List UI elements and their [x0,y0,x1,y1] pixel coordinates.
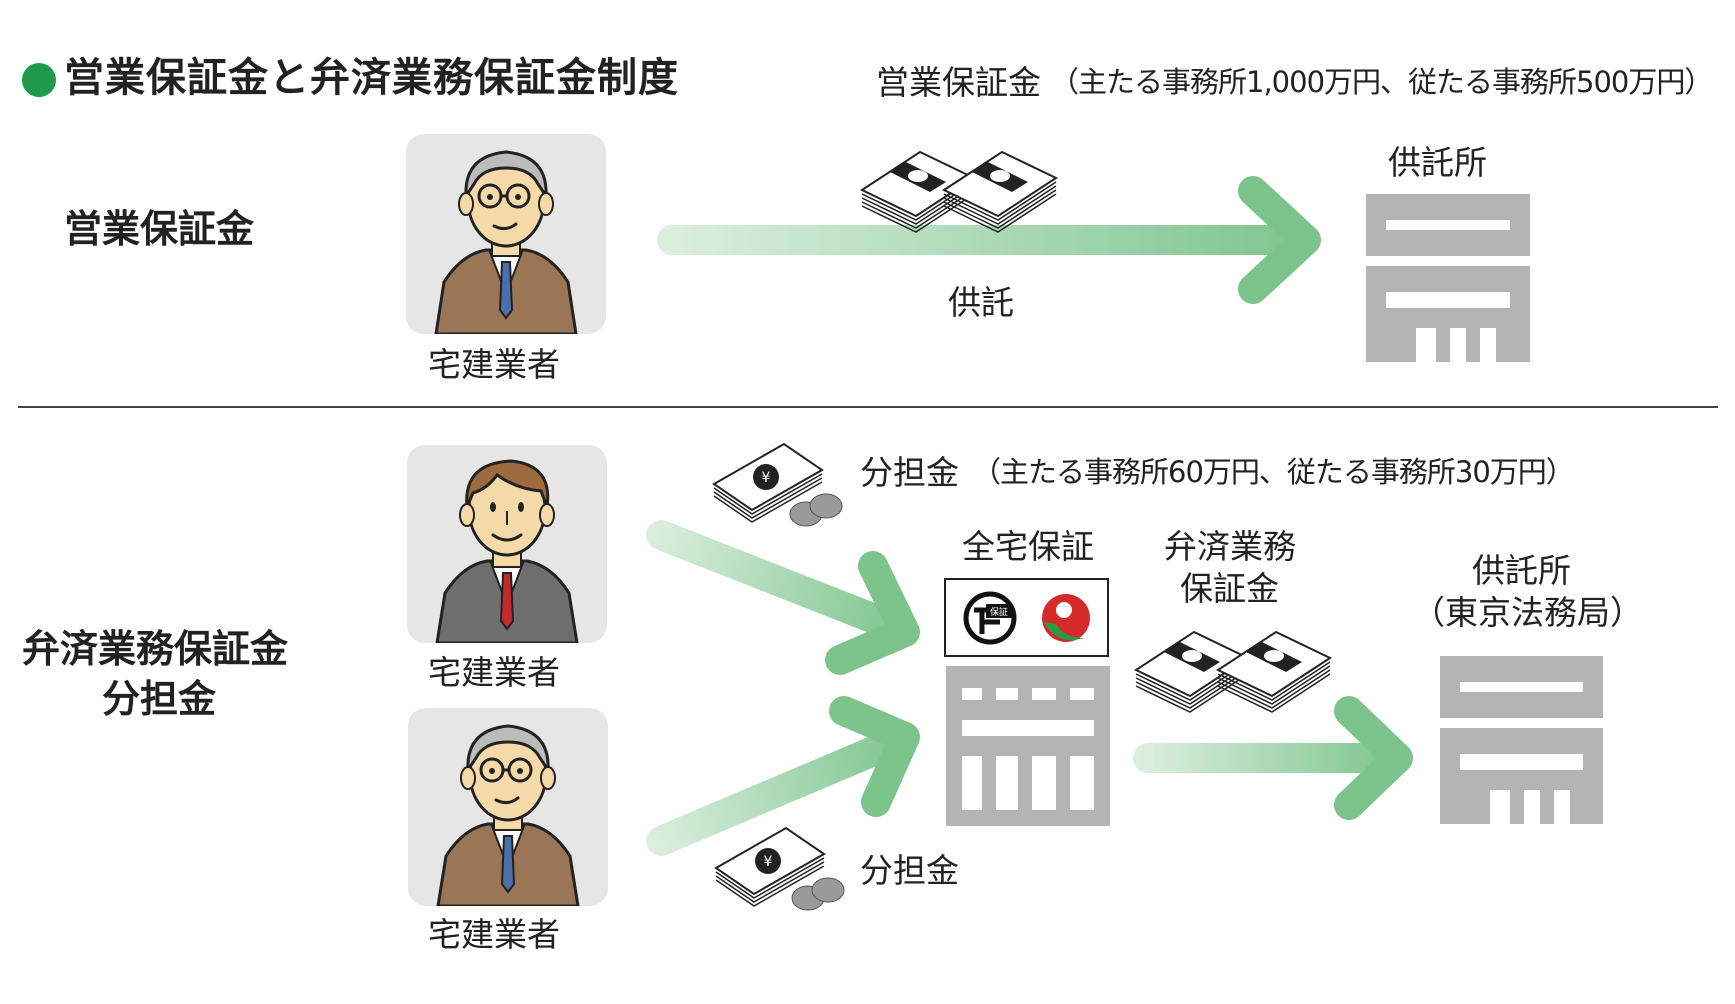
svg-text:¥: ¥ [762,470,771,486]
row-label-share: 分担金 [102,677,217,721]
zentaku-hosho-building [946,666,1110,826]
deposit-office-sublabel-bottom: （東京法務局） [1412,593,1643,632]
deposit-office-building-top [1366,194,1530,362]
older-man-glasses-icon [436,724,580,906]
zentaku-hosho-logo: 保証 [944,578,1109,657]
deposit-office-label-top: 供託所 [1388,143,1487,182]
banknote-bundles-top [859,150,1059,233]
deposit-office-building-bottom [1440,656,1603,824]
realtor-avatar-upper [407,445,607,643]
realtor-label-upper: 宅建業者 [428,653,560,692]
realtor-avatar-lower [408,708,608,906]
repayment-guarantee-label-line1: 弁済業務 [1164,527,1296,566]
younger-man-icon [435,459,579,643]
share-payment-money-upper: ¥ [712,442,843,527]
svg-text:¥: ¥ [764,854,773,870]
share-amount-note: （主たる事務所60万円、従たる事務所30万円） [972,455,1575,489]
share-arrow-lower [646,696,920,856]
share-arrow-upper [646,520,920,675]
deposit-arrow-top [657,176,1321,304]
zentaku-hosho-label: 全宅保証 [962,527,1094,566]
share-payment-money-lower: ¥ [714,826,845,911]
banknote-bundles-bottom [1133,630,1333,713]
realtor-label-lower: 宅建業者 [428,915,560,954]
repayment-guarantee-label-line2: 保証金 [1180,569,1279,608]
business-guarantee-amount-note: （主たる事務所1,000万円、従たる事務所500万円） [1050,65,1713,99]
section-divider [18,406,1718,408]
deposit-office-label-bottom: 供託所 [1472,551,1571,590]
business-guarantee-label: 営業保証金 [876,63,1041,102]
share-label-lower: 分担金 [860,851,959,890]
share-label-upper: 分担金 [860,453,959,492]
title-bullet-icon [22,63,56,97]
deposit-arrow-label: 供託 [948,283,1014,322]
logo-mark-text: 保証 [990,606,1008,618]
zentaku-logos-icon: 保証 [963,591,1090,645]
deposit-arrow-bottom [1133,696,1413,820]
row-label-business-guarantee: 営業保証金 [64,207,255,251]
older-man-glasses-icon [434,150,578,334]
realtor-label-top: 宅建業者 [428,345,560,384]
realtor-avatar-top [406,134,606,334]
page-title: 営業保証金と弁済業務保証金制度 [64,55,679,101]
row-label-repayment-guarantee: 弁済業務保証金 [22,627,289,671]
